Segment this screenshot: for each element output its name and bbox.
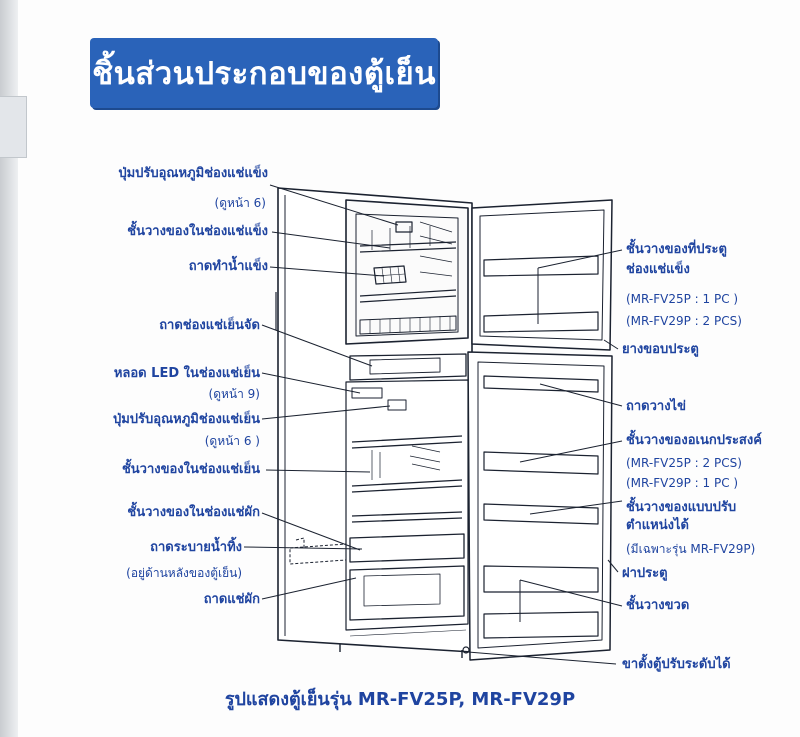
leader-freezer-shelf: [271, 231, 391, 249]
adjustable-shelf-shape: [483, 503, 599, 525]
label-adjustable-shelf-note: (มีเฉพาะรุ่น MR-FV29P): [626, 542, 756, 556]
label-led-lamp-ref: (ดูหน้า 9): [208, 387, 260, 401]
drain-tray-outline: [289, 543, 347, 565]
label-freezer-door-shelf-1: ชั้นวางของที่ประตู: [626, 242, 727, 257]
leader-bottle-shelf: [519, 579, 623, 622]
leader-freezer-temp-knob: [269, 184, 399, 226]
label-drain-tray-note: (อยู่ด้านหลังของตู้เย็น): [126, 566, 242, 580]
label-freezer-door-shelf-2: ช่องแช่แข็ง: [626, 262, 690, 277]
label-freezer-shelf: ชั้นวางของในช่องแช่แข็ง: [127, 224, 268, 239]
label-door: ฝาประตู: [622, 566, 668, 581]
leader-freezer-door-shelf: [537, 249, 623, 324]
leader-adjustable-shelf: [529, 500, 623, 515]
fridge-shelf-3: [351, 511, 463, 523]
title-banner: ชิ้นส่วนประกอบของตู้เย็น: [90, 38, 438, 108]
multi-shelf-shape: [483, 451, 599, 475]
label-bottle-shelf: ชั้นวางขวด: [626, 598, 690, 613]
label-adjustable-shelf-2: ตำแหน่งได้: [626, 518, 689, 533]
leader-drain-tray: [243, 546, 363, 550]
label-door-gasket: ยางขอบประตู: [622, 342, 699, 357]
leader-fridge-temp-knob: [261, 405, 391, 420]
crisper-shelf: [349, 533, 465, 563]
label-egg-tray: ถาดวางไข่: [626, 399, 686, 414]
label-fridge-shelf: ชั้นวางของในช่องแช่เย็น: [121, 462, 260, 477]
label-crisper-shelf: ชั้นวางของในช่องแช่ผัก: [127, 505, 260, 520]
leader-multi-shelf: [519, 440, 623, 463]
label-adjustable-feet: ขาตั้งตู้ปรับระดับได้: [622, 657, 731, 672]
fridge-shelf-2: [351, 479, 463, 493]
diagram-caption: รูปแสดงตู้เย็นรุ่น MR-FV25P, MR-FV29P: [224, 689, 576, 710]
label-multi-shelf: ชั้นวางของอเนกประสงค์: [626, 433, 762, 448]
freezer-door-shelf-2: [483, 311, 599, 333]
label-freezer-temp-knob: ปุ่มปรับอุณหภูมิช่องแช่แข็ง: [118, 166, 268, 181]
leader-fridge-shelf: [265, 469, 371, 473]
label-fridge-temp-knob: ปุ่มปรับอุณหภูมิช่องแช่เย็น: [112, 412, 260, 427]
leader-ice-tray: [269, 266, 385, 277]
leader-led-lamp: [261, 372, 361, 394]
leader-door: [607, 559, 619, 573]
leader-chiller-tray: [261, 324, 373, 367]
fridge-shelf-1: [351, 435, 463, 449]
page-binding-shadow: [0, 0, 18, 737]
label-multi-shelf-mr29: (MR-FV29P : 1 PC ): [626, 476, 739, 490]
leader-door-gasket: [603, 339, 619, 350]
chiller-tray: [349, 353, 467, 381]
crisper-tray: [349, 565, 465, 621]
bottle-shelf-shape: [483, 565, 599, 593]
leader-crisper-tray: [261, 577, 357, 600]
leader-adjustable-feet: [467, 651, 617, 665]
leader-crisper-shelf: [261, 512, 361, 551]
label-ice-tray: ถาดทำน้ำแข็ง: [188, 259, 268, 274]
freezer-shelf: [359, 241, 457, 253]
egg-tray-shape: [483, 375, 599, 393]
label-drain-tray: ถาดระบายน้ำทิ้ง: [150, 540, 242, 555]
label-chiller-tray: ถาดช่องแช่เย็นจัด: [159, 318, 260, 333]
page-title: ชิ้นส่วนประกอบของตู้เย็น: [92, 56, 436, 92]
leader-egg-tray: [539, 383, 623, 407]
led-lamp: [351, 387, 383, 399]
label-multi-shelf-mr25: (MR-FV25P : 2 PCS): [626, 456, 742, 470]
freezer-compartment: [345, 199, 469, 345]
page-tab-marker: [0, 96, 27, 158]
label-freezer-temp-knob-ref: (ดูหน้า 6): [214, 196, 266, 210]
label-led-lamp: หลอด LED ในช่องแช่เย็น: [113, 366, 260, 381]
label-adjustable-shelf-1: ชั้นวางของแบบปรับ: [626, 500, 737, 515]
fridge-temp-knob: [387, 399, 407, 411]
freezer-door-shelf-1: [483, 255, 599, 277]
label-fridge-temp-knob-ref: (ดูหน้า 6 ): [204, 434, 260, 448]
freezer-temp-knob: [395, 221, 413, 233]
ice-tray: [373, 265, 407, 285]
label-freezer-door-shelf-mr29: (MR-FV29P : 2 PCS): [626, 314, 742, 328]
label-freezer-door-shelf-mr25: (MR-FV25P : 1 PC ): [626, 292, 739, 306]
label-crisper-tray: ถาดแช่ผัก: [203, 592, 260, 607]
